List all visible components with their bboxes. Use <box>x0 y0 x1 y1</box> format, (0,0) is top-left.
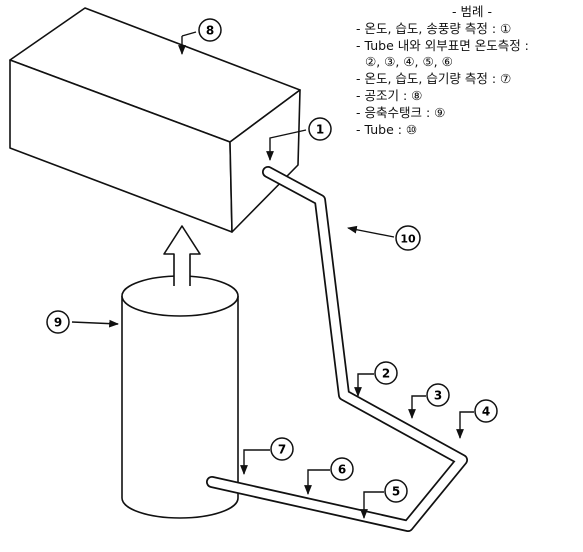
marker-5: 5 <box>384 479 408 503</box>
pointer-6 <box>304 469 330 495</box>
marker-4-label: 4 <box>482 405 490 419</box>
pointer-8-top <box>181 31 197 37</box>
legend-title: - 범례 - <box>452 4 492 19</box>
tank-body <box>121 296 239 519</box>
upward-flow-arrow <box>163 225 201 286</box>
pointer-5 <box>360 491 384 519</box>
pointer-1 <box>266 129 307 161</box>
marker-2: 2 <box>374 361 398 385</box>
tube <box>206 166 468 532</box>
air-handler-side-face <box>229 89 301 233</box>
pointer-10 <box>347 225 395 238</box>
legend-line-tube: - Tube : ⑩ <box>356 121 418 137</box>
marker-9: 9 <box>46 310 70 334</box>
legend: - 범례 - - 온도, 습도, 송풍량 측정 : ① - Tube 내와 외부… <box>356 4 582 138</box>
air-handler-unit <box>9 7 301 233</box>
pointer-2 <box>354 373 374 397</box>
pointer-9 <box>71 319 119 328</box>
pointer-7 <box>240 449 270 475</box>
marker-10-label: 10 <box>400 233 416 246</box>
legend-line-moisture: - 온도, 습도, 습기량 측정 : ⑦ <box>356 71 512 87</box>
marker-6: 6 <box>330 457 354 481</box>
marker-8: 8 <box>198 18 222 42</box>
marker-7-label: 7 <box>278 443 286 457</box>
marker-2-label: 2 <box>382 367 390 381</box>
marker-9-label: 9 <box>54 316 62 330</box>
marker-1-label: 1 <box>316 123 324 137</box>
pointer-4 <box>456 411 474 439</box>
marker-pointers <box>71 31 474 519</box>
marker-1: 1 <box>308 117 332 141</box>
marker-7: 7 <box>270 437 294 461</box>
marker-4: 4 <box>474 399 498 423</box>
legend-line-air-handler: - 공조기 : ⑧ <box>356 87 423 103</box>
tube-inner <box>207 167 467 531</box>
pointer-3 <box>408 395 426 419</box>
legend-line-tube-temp-points: ②, ③, ④, ⑤, ⑥ <box>365 54 453 70</box>
marker-3-label: 3 <box>434 389 442 403</box>
marker-5-label: 5 <box>392 485 400 499</box>
legend-line-airflow: - 온도, 습도, 송풍량 측정 : ① <box>356 20 512 36</box>
marker-8-label: 8 <box>206 24 214 38</box>
marker-3: 3 <box>426 383 450 407</box>
marker-6-label: 6 <box>338 463 346 477</box>
legend-line-tube-temp: - Tube 내와 외부표면 온도측정 : <box>356 37 529 53</box>
legend-line-condensate-tank: - 응축수탱크 : ⑨ <box>356 104 446 120</box>
marker-10: 10 <box>395 225 421 251</box>
